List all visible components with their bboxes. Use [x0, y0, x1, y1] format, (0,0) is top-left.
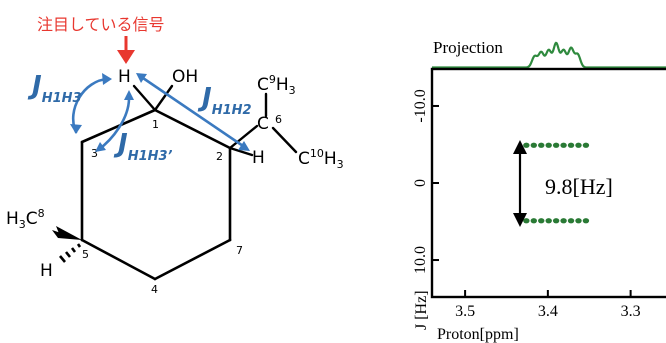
peak-dot [567, 142, 575, 148]
peak-rows [523, 142, 590, 224]
coupling-arrowheads [70, 73, 250, 152]
x-axis: 3.5 3.4 3.3 [455, 290, 641, 320]
position-7: 7 [236, 244, 243, 257]
peak-dot [538, 218, 545, 224]
y-axis: -10.0 0 10.0 [412, 89, 439, 274]
atom-h-top: H [118, 67, 131, 87]
position-4: 4 [151, 283, 158, 296]
atom-h3c8: H3C8 [6, 207, 45, 231]
position-6: 6 [275, 113, 282, 126]
x-axis-label: Proton[ppm] [437, 326, 519, 343]
atom-oh: OH [172, 67, 198, 87]
position-2: 2 [216, 150, 223, 163]
peak-dot [560, 218, 567, 224]
peak-dot [575, 142, 582, 148]
coupling-label-h1h2: JH1H2 [197, 83, 252, 118]
peak-dot [582, 218, 590, 224]
x-tick-label: 3.4 [538, 303, 558, 320]
callout-arrow [117, 36, 135, 64]
callout-label: 注目している信号 [37, 15, 165, 34]
coupling-arrow-h1h2 [138, 74, 248, 150]
peak-dot [538, 142, 545, 148]
y-tick-label: 10.0 [412, 246, 429, 274]
wedge-bond [56, 226, 82, 240]
peak-dot [567, 218, 575, 224]
cyclohexane-ring [80, 108, 232, 281]
coupling-label-h1h3prime: JH1H3’ [113, 129, 173, 164]
atom-c10h3: C10H3 [298, 147, 344, 171]
peak-dot [545, 142, 552, 148]
position-1: 1 [152, 118, 159, 131]
peak-dot [582, 142, 590, 148]
atom-c6: C [257, 114, 269, 134]
molecule-diagram: 注目している信号 [6, 15, 344, 296]
y-tick-label: 0 [412, 179, 429, 187]
y-axis-label: J [Hz] [413, 290, 430, 330]
peak-dot [560, 142, 567, 148]
peak-dot [523, 142, 530, 148]
position-3: 3 [91, 147, 98, 160]
splitting-label: 9.8[Hz] [545, 174, 613, 199]
x-tick-label: 3.3 [621, 303, 641, 320]
projection-label: Projection [433, 38, 503, 57]
j-resolved-spectrum: Projection -10.0 0 10.0 J [Hz] 3.5 3.4 3.3 P… [412, 38, 666, 343]
substituent-bonds [132, 84, 298, 157]
x-tick-label: 3.5 [455, 303, 475, 320]
peak-dot [552, 218, 560, 224]
atom-h-c2: H [252, 148, 265, 168]
peak-dot [530, 218, 537, 224]
peak-dot [552, 142, 560, 148]
y-tick-label: -10.0 [412, 89, 429, 122]
position-5: 5 [82, 248, 89, 261]
hashed-bond [59, 243, 82, 263]
atom-c9h3: C9H3 [257, 73, 296, 97]
splitting-arrow [513, 140, 527, 227]
atom-h-c5: H [40, 261, 53, 281]
projection-trace [432, 41, 666, 69]
peak-dot [575, 218, 582, 224]
peak-dot [545, 218, 552, 224]
peak-dot [530, 142, 537, 148]
coupling-label-h1h3: JH1H3 [27, 71, 82, 106]
peak-dot [523, 218, 530, 224]
